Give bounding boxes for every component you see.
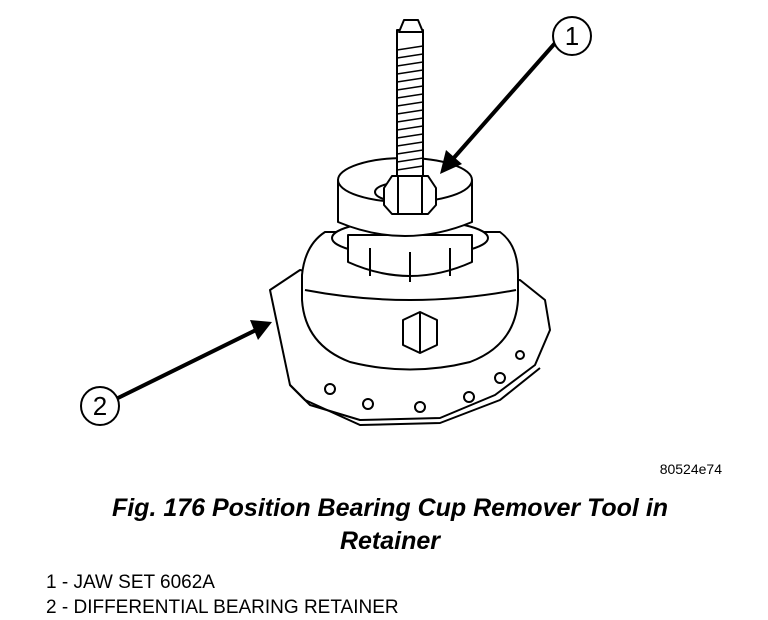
legend-item-separator: - [61,572,69,593]
bolt-hole [414,401,426,413]
caption-line-1: Fig. 176 Position Bearing Cup Remover To… [111,494,669,522]
bolt-hole [515,350,525,360]
retainer-housing-band [304,289,517,301]
bolt-hole [324,383,336,395]
bolt-hole [362,398,374,410]
bearing-cup-remover-illustration: 1 2 [80,16,592,426]
legend-item-text: DIFFERENTIAL BEARING RETAINER [73,597,399,618]
callout-1-arrowhead [440,150,462,174]
caption-line-2: Retainer [339,527,441,555]
retainer-flange-edge [289,367,541,426]
legend-item-text: JAW SET 6062A [73,572,215,593]
callout-1: 1 [440,16,592,174]
callout-2-circle [80,386,120,426]
callout-1-leader [450,40,558,162]
legend-item: 2 - DIFFERENTIAL BEARING RETAINER [46,595,399,620]
bolt-hole [494,372,506,384]
screw-threads [396,45,424,171]
callout-2-leader [117,328,257,400]
callout-1-number: 1 [565,21,579,51]
parts-legend: 1 - JAW SET 6062A 2 - DIFFERENTIAL BEARI… [46,570,399,620]
bolt-hole [463,391,475,403]
callout-2-number: 2 [93,391,107,421]
legend-item-separator: - [61,597,69,618]
screw-nut [383,175,437,215]
callout-1-circle [552,16,592,56]
callout-2: 2 [80,320,272,426]
figure-id: 80524e74 [659,461,722,477]
forcing-screw [383,19,437,215]
figure-caption: Fig. 176 Position Bearing Cup Remover To… [30,492,750,558]
legend-item-number: 2 [46,597,57,618]
callout-2-arrowhead [250,320,272,340]
legend-item-number: 1 [46,572,57,593]
legend-item: 1 - JAW SET 6062A [46,570,399,595]
screw-square-head [398,19,424,33]
